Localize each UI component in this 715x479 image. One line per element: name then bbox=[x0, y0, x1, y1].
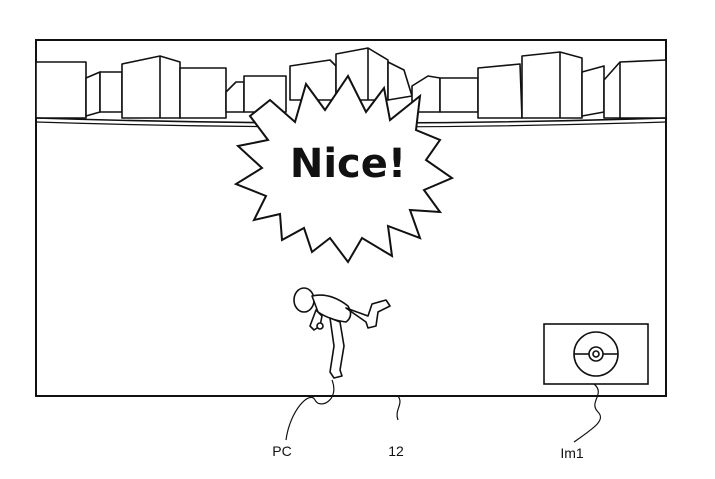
starburst-balloon bbox=[233, 74, 455, 264]
label-item-icon: Im1 bbox=[560, 445, 584, 461]
label-display: 12 bbox=[388, 443, 404, 459]
leader-line-item bbox=[573, 383, 602, 443]
label-pc: PC bbox=[272, 443, 291, 459]
speech-text: Nice! bbox=[290, 141, 406, 187]
leader-line-display bbox=[396, 395, 401, 421]
character-head bbox=[293, 287, 315, 313]
ball-icon bbox=[573, 331, 619, 377]
character-front-leg bbox=[329, 317, 345, 379]
player-character bbox=[293, 287, 391, 379]
character-torso bbox=[311, 294, 352, 323]
character-back-leg bbox=[345, 299, 391, 329]
background-buildings bbox=[35, 47, 667, 119]
leader-line-pc bbox=[285, 379, 335, 441]
